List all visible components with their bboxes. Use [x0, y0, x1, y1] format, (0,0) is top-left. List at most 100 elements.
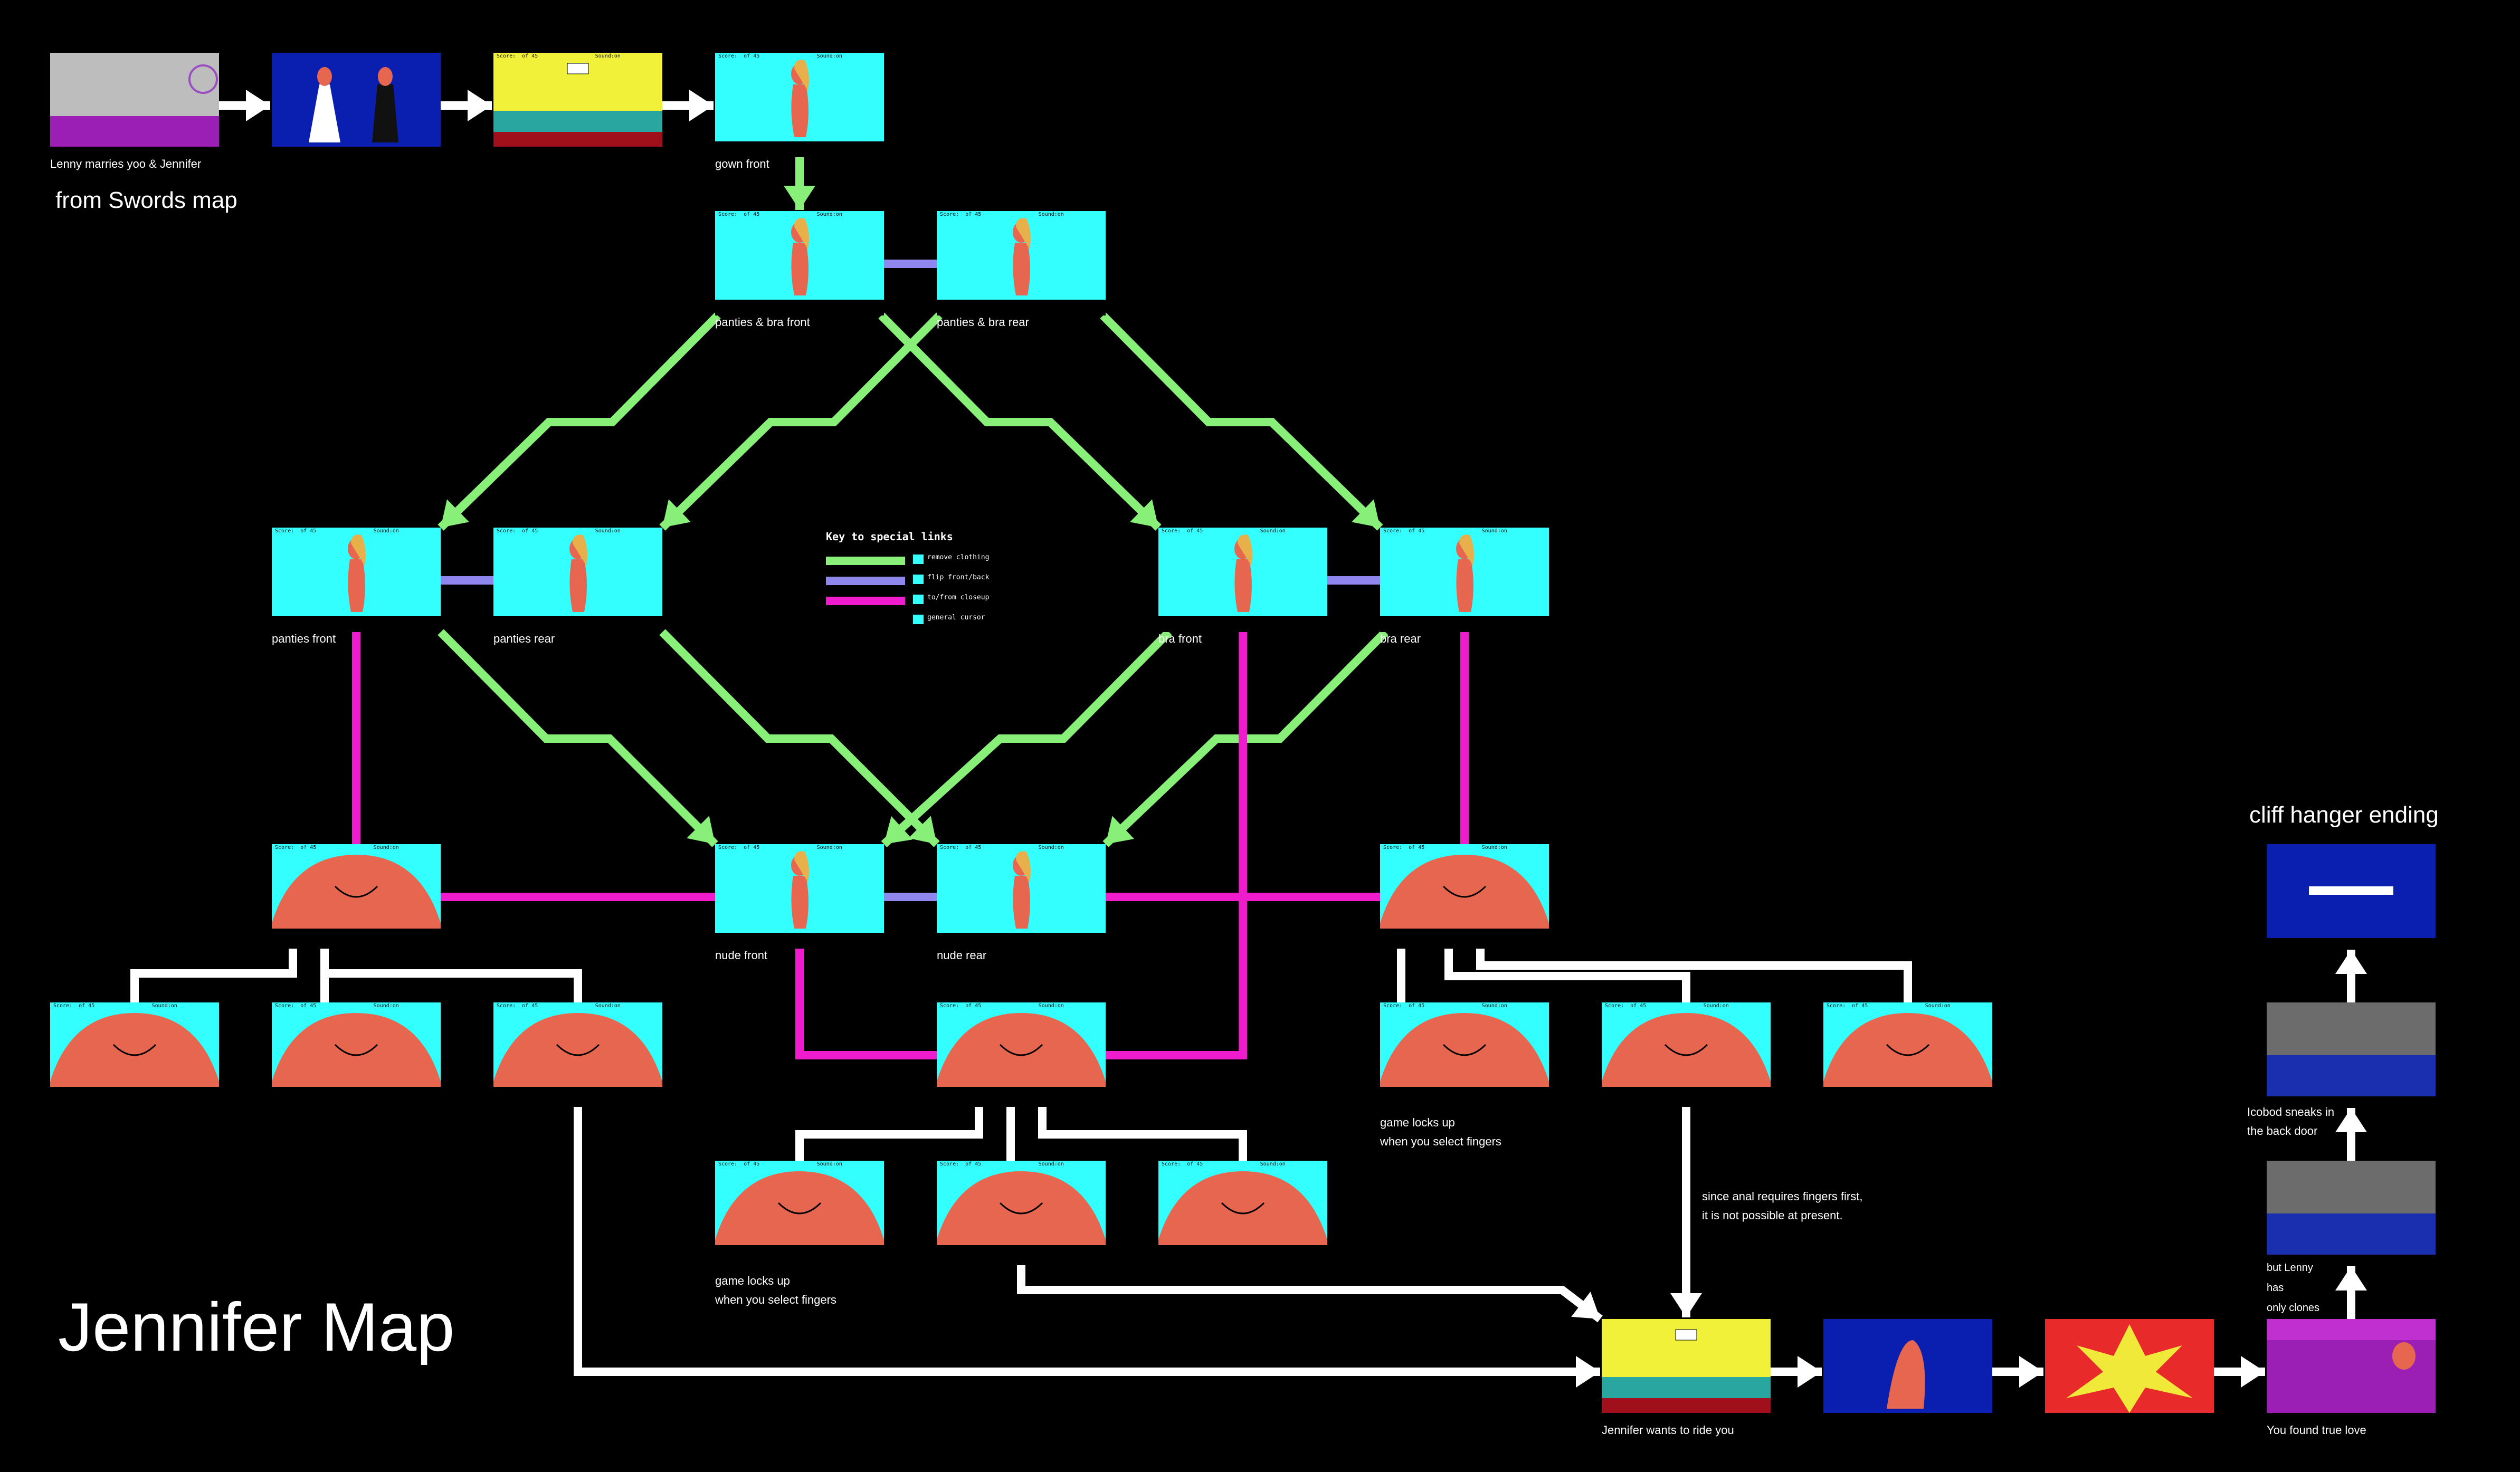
legend-swatch-blue [826, 577, 905, 585]
screen-ending-bedroom[interactable]: Jennifer wants to ride you [1602, 1319, 1771, 1437]
status-bar: Score: of 45 Sound:on [497, 53, 621, 59]
arrowhead [1571, 1292, 1600, 1319]
screen-closeup-middle[interactable]: Score: of 45 Sound:on [937, 1002, 1106, 1107]
arrow-link [1017, 1265, 1603, 1323]
status-bar: Score: of 45 Sound:on [1162, 1161, 1286, 1167]
screen-closeup-rear-3[interactable]: Score: of 45 Sound:on [1823, 1002, 1992, 1107]
screen-closeup-breast[interactable]: Score: of 45 Sound:on [272, 844, 441, 949]
note-locks-1: game locks up when you select fingers [1380, 1113, 1501, 1151]
screen-wedding[interactable] [272, 53, 441, 157]
screen-closeup-middle-2[interactable]: Score: of 45 Sound:on [937, 1161, 1106, 1265]
status-bar: Score: of 45 Sound:on [1605, 1003, 1729, 1009]
screen-caption: Lenny marries yoo & Jennifer [50, 157, 202, 170]
scene-art [2267, 844, 2436, 938]
scene-art [715, 211, 884, 305]
closeup-link [1106, 632, 1247, 1059]
screen-image: Score: of 45 Sound:on [1158, 1161, 1327, 1255]
cursor-link [1444, 949, 1690, 1002]
arrow-link [574, 1107, 1600, 1376]
screen-lenny-clones[interactable] [2267, 1161, 2436, 1265]
note-line: when you select fingers [1380, 1135, 1501, 1148]
cursor-link [1476, 949, 1912, 1002]
note-line: when you select fingers [715, 1293, 836, 1306]
screen-image: Score: of 45 Sound:on [272, 844, 441, 938]
scene-art [1823, 1002, 1992, 1096]
screen-true-love[interactable]: You found true love [2267, 1319, 2436, 1437]
status-bar: Score: of 45 Sound:on [1383, 528, 1507, 534]
screen-image: Score: of 45 Sound:on [715, 1161, 884, 1255]
scene-art [2045, 1319, 2214, 1413]
screen-closeup-breast-1[interactable]: Score: of 45 Sound:on [50, 1002, 219, 1107]
screen-image [2267, 1161, 2436, 1255]
status-bar: Score: of 45 Sound:on [275, 845, 399, 850]
screen-caption: panties & bra rear [937, 316, 1029, 329]
arrowhead [1106, 816, 1134, 844]
scene-art [1602, 1319, 1771, 1413]
screen-nude-rear[interactable]: Score: of 45 Sound:on nude rear [937, 844, 1106, 962]
screen-lenny-room[interactable]: Lenny marries yoo & Jennifer [50, 53, 219, 170]
screen-image: Score: of 45 Sound:on [715, 844, 884, 938]
note-line: Icobod sneaks in [2247, 1105, 2335, 1119]
closeup-link [795, 949, 937, 1059]
scene-art [1380, 844, 1549, 938]
screen-closeup-rear[interactable]: Score: of 45 Sound:on [1380, 844, 1549, 949]
cliff-hanger-label: cliff hanger ending [2249, 802, 2439, 828]
screen-image: Score: of 45 Sound:on [493, 53, 662, 147]
remove-clothing-link [1102, 629, 1389, 847]
status-bar: Score: of 45 Sound:on [275, 1003, 399, 1009]
status-bar: Score: of 45 Sound:on [940, 845, 1064, 850]
scene-art [937, 1161, 1106, 1255]
screen-ending-burst[interactable] [2045, 1319, 2214, 1423]
scene-art [2267, 1161, 2436, 1255]
scene-art [50, 53, 219, 147]
cursor-link [130, 949, 297, 1002]
screen-caption: bra rear [1380, 632, 1421, 645]
cursor-icon [913, 615, 924, 624]
screen-image: Score: of 45 Sound:on [715, 53, 884, 147]
scene-art [1158, 528, 1327, 622]
legend-label: flip front/back [927, 573, 990, 581]
scene-art [272, 844, 441, 938]
screen-bra-rear[interactable]: Score: of 45 Sound:on bra rear [1380, 528, 1549, 645]
screen-to-be-continued[interactable] [2267, 844, 2436, 949]
status-bar: Score: of 45 Sound:on [497, 1003, 621, 1009]
screen-closeup-rear-2[interactable]: Score: of 45 Sound:on [1602, 1002, 1771, 1107]
cursor-link [325, 969, 582, 1002]
screen-closeup-middle-1[interactable]: Score: of 45 Sound:on [715, 1161, 884, 1265]
scene-art [272, 1002, 441, 1096]
arrowhead [2019, 1356, 2043, 1388]
arrowhead [2335, 1266, 2367, 1291]
screen-bedroom[interactable]: Score: of 45 Sound:on [493, 53, 662, 157]
screen-image: Score: of 45 Sound:on [1823, 1002, 1992, 1096]
scene-art [1380, 1002, 1549, 1096]
cursor-link [1038, 1107, 1247, 1161]
status-bar: Score: of 45 Sound:on [497, 528, 621, 534]
screen-image: Score: of 45 Sound:on [937, 844, 1106, 938]
screen-caption: nude rear [937, 949, 987, 962]
remove-clothing-link [438, 312, 721, 531]
screen-ending-blue[interactable] [1823, 1319, 1992, 1423]
scene-art [937, 211, 1106, 305]
arrowhead [784, 186, 815, 210]
screen-closeup-breast-2[interactable]: Score: of 45 Sound:on [272, 1002, 441, 1107]
status-bar: Score: of 45 Sound:on [1827, 1003, 1951, 1009]
remove-clothing-link [659, 312, 943, 531]
screen-closeup-breast-3[interactable]: Score: of 45 Sound:on [493, 1002, 662, 1107]
note-line: game locks up [1380, 1116, 1455, 1129]
screen-closeup-rear-1[interactable]: Score: of 45 Sound:on [1380, 1002, 1549, 1107]
screen-ichabod-back-door[interactable] [2267, 1002, 2436, 1107]
arrowhead [1576, 1356, 1600, 1388]
screen-image [2267, 844, 2436, 938]
screen-image: Score: of 45 Sound:on [715, 211, 884, 305]
screen-closeup-middle-3[interactable]: Score: of 45 Sound:on [1158, 1161, 1327, 1265]
scene-art [272, 53, 441, 147]
screen-image: Score: of 45 Sound:on [937, 1161, 1106, 1255]
